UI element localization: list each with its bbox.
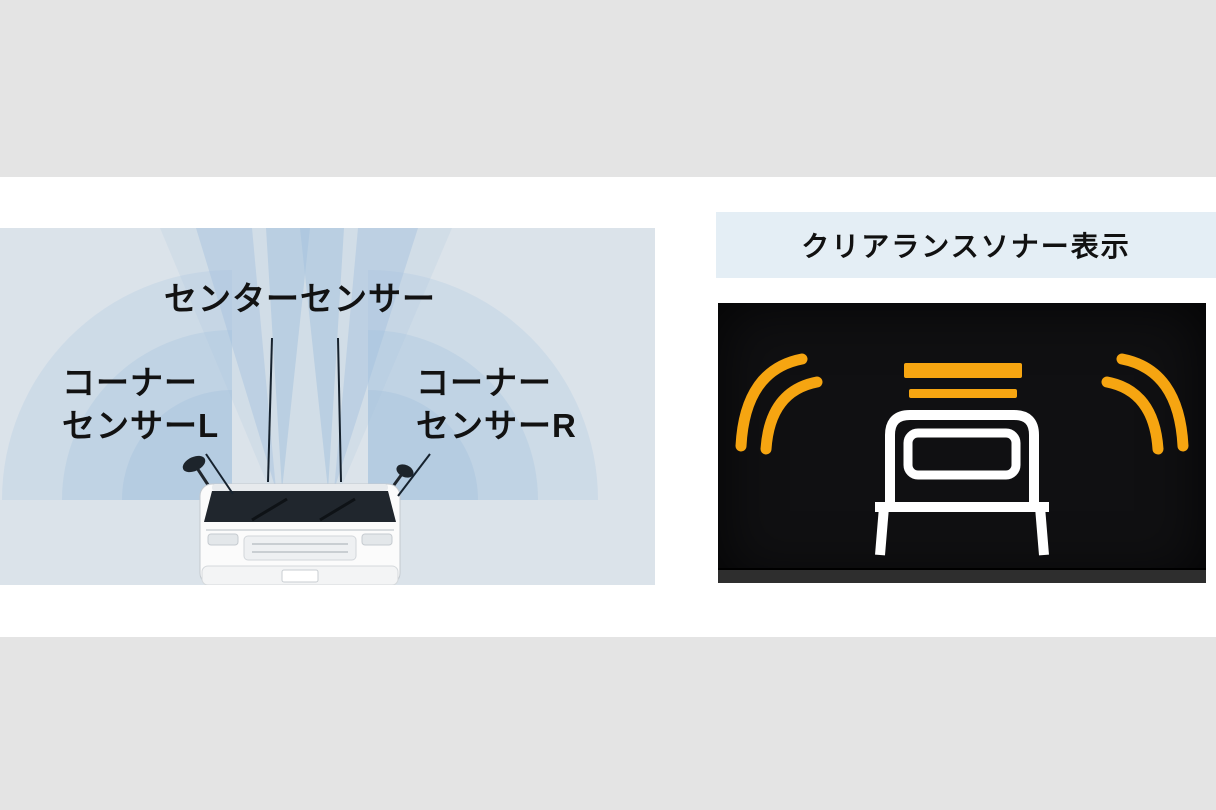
sonar-display-graphics	[735, 353, 1189, 556]
sensor-beam-fan-left-icon	[2, 270, 232, 500]
sonar-display-screen	[718, 303, 1206, 583]
label-center-sensor: センターセンサー	[164, 280, 436, 317]
sonar-wave-right-icon	[1101, 353, 1189, 455]
label-corner-right-line2: センサーR	[416, 406, 577, 444]
display-ledge	[718, 568, 1206, 583]
sonar-display-title-bar: クリアランスソナー表示	[716, 212, 1216, 278]
label-corner-left-line2: センサーL	[62, 406, 220, 444]
van-top-front-icon	[182, 455, 414, 585]
leader-lines	[205, 337, 431, 497]
sensor-diagram-panel: センターセンサー コーナー センサーL コーナー センサーR	[0, 228, 655, 585]
label-corner-sensor-right: コーナー センサーR	[416, 362, 577, 448]
label-corner-right-line1: コーナー	[416, 364, 552, 401]
sonar-wave-left-icon	[735, 353, 823, 455]
sonar-center-bars-icon	[904, 363, 1022, 398]
label-corner-sensor-left: コーナー センサーL	[62, 362, 219, 448]
center-sensor-beams-icon	[160, 228, 452, 490]
sensor-beam-fan-right-icon	[368, 270, 598, 500]
label-corner-left-line1: コーナー	[62, 364, 198, 401]
vehicle-rear-outline-icon	[875, 410, 1049, 556]
sensor-diagram-illustration	[2, 228, 598, 585]
sonar-display-title: クリアランスソナー表示	[801, 231, 1131, 262]
